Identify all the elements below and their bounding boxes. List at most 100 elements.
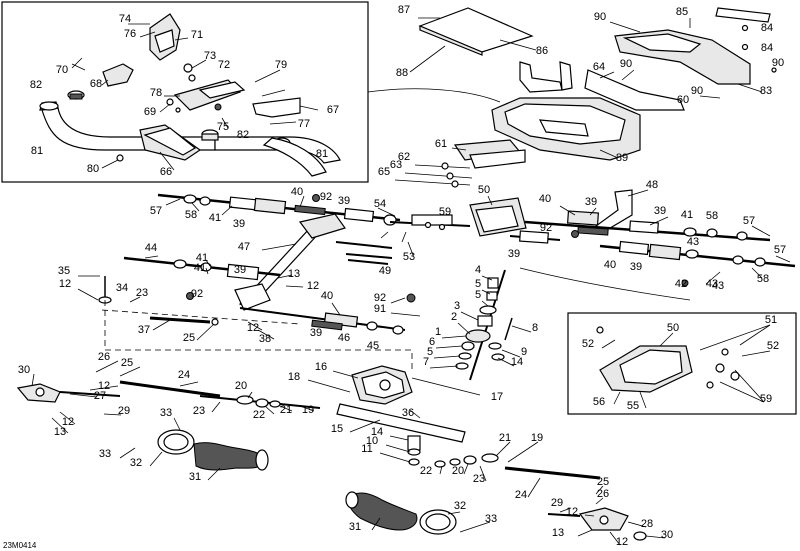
callout-c85: 85 xyxy=(676,6,688,18)
callout-c32a: 32 xyxy=(130,457,142,469)
callout-c71: 71 xyxy=(191,29,203,41)
boot-right xyxy=(345,491,491,535)
callout-c40b: 40 xyxy=(539,193,551,205)
callout-c53: 53 xyxy=(403,251,415,263)
callout-c25a: 25 xyxy=(183,332,195,344)
callout-c92d: 92 xyxy=(374,292,386,304)
callout-c58b: 58 xyxy=(706,210,718,222)
callout-c54: 54 xyxy=(374,198,386,210)
callout-c22a: 22 xyxy=(253,409,265,421)
callout-c51: 51 xyxy=(765,314,777,326)
callout-c92b: 92 xyxy=(540,222,552,234)
callout-c6: 6 xyxy=(429,336,435,348)
steering-bracket-inset xyxy=(596,324,771,409)
callout-c15: 15 xyxy=(331,423,343,435)
callout-c57b: 57 xyxy=(743,215,755,227)
callout-c70: 70 xyxy=(56,64,68,76)
callout-c14a: 14 xyxy=(511,356,523,368)
callout-c80: 80 xyxy=(87,163,99,175)
document-code: 23M0414 xyxy=(3,541,37,550)
callout-c50a: 50 xyxy=(478,184,490,196)
callout-c1: 1 xyxy=(435,326,441,338)
callout-c9: 9 xyxy=(521,346,527,358)
callout-c5a: 5 xyxy=(475,278,481,290)
callout-c49: 49 xyxy=(379,265,391,277)
callout-c74: 74 xyxy=(119,13,131,25)
callout-c31a: 31 xyxy=(189,471,201,483)
callout-c87: 87 xyxy=(398,4,410,16)
lower-link-right xyxy=(434,441,666,546)
callout-c23a: 23 xyxy=(136,287,148,299)
callout-c47: 47 xyxy=(238,241,250,253)
callout-c39c: 39 xyxy=(585,196,597,208)
callout-c16: 16 xyxy=(315,361,327,373)
lower-link-left xyxy=(16,360,321,434)
callout-c72: 72 xyxy=(218,59,230,71)
callout-c89: 89 xyxy=(616,152,628,164)
callout-c90a: 90 xyxy=(594,11,606,23)
callout-c35: 35 xyxy=(58,265,70,277)
callout-c92a: 92 xyxy=(320,191,332,203)
callout-c39d: 39 xyxy=(654,205,666,217)
callout-c30a: 30 xyxy=(18,364,30,376)
callout-c39g: 39 xyxy=(234,264,246,276)
callout-c22b: 22 xyxy=(420,465,432,477)
callout-c42: 42 xyxy=(675,278,687,290)
callout-c4: 4 xyxy=(475,264,481,276)
callout-c57a: 57 xyxy=(150,205,162,217)
tie-rod-left-upper xyxy=(157,193,401,226)
callout-c24a: 24 xyxy=(178,369,190,381)
callout-c58c: 58 xyxy=(757,273,769,285)
callout-c20a: 20 xyxy=(235,380,247,392)
tie-rod-left-lower xyxy=(123,255,281,281)
callout-c79: 79 xyxy=(275,59,287,71)
callout-c56: 56 xyxy=(593,396,605,408)
callout-c62: 62 xyxy=(398,151,410,163)
callout-c75: 75 xyxy=(217,121,229,133)
callout-c13a: 13 xyxy=(288,268,300,280)
handlebar-riser-assembly xyxy=(39,13,341,177)
callout-c84a: 84 xyxy=(761,22,773,34)
tie-rod-middle xyxy=(186,292,421,335)
callout-c27: 27 xyxy=(94,390,106,402)
callout-c19b: 19 xyxy=(531,432,543,444)
callout-c41d: 41 xyxy=(194,262,206,274)
callout-c13b: 13 xyxy=(54,426,66,438)
callout-c45: 45 xyxy=(367,340,379,352)
callout-c63: 63 xyxy=(390,159,402,171)
callout-c33c: 33 xyxy=(485,513,497,525)
callout-c12c: 12 xyxy=(247,322,259,334)
handlebar-cover-assembly xyxy=(409,7,777,111)
callout-c21a: 21 xyxy=(280,404,292,416)
callout-c12e: 12 xyxy=(62,416,74,428)
callout-c31b: 31 xyxy=(349,521,361,533)
callout-c17: 17 xyxy=(491,391,503,403)
callout-c40c: 40 xyxy=(604,259,616,271)
callout-c81a: 81 xyxy=(31,145,43,157)
callout-c7: 7 xyxy=(423,356,429,368)
callout-c59b: 59 xyxy=(760,393,772,405)
callout-c81b: 81 xyxy=(316,148,328,160)
callout-c55: 55 xyxy=(627,400,639,412)
callout-c24b: 24 xyxy=(515,489,527,501)
callout-c34: 34 xyxy=(116,282,128,294)
callout-c23b: 23 xyxy=(193,405,205,417)
callout-c29b: 29 xyxy=(551,497,563,509)
callout-c33a: 33 xyxy=(160,407,172,419)
callout-c26a: 26 xyxy=(98,351,110,363)
callout-c25b: 25 xyxy=(121,357,133,369)
callout-c73: 73 xyxy=(204,50,216,62)
callout-c68: 68 xyxy=(90,78,102,90)
callout-c12f: 12 xyxy=(566,506,578,518)
callout-c39b: 39 xyxy=(338,195,350,207)
callout-c20b: 20 xyxy=(452,465,464,477)
callout-c43a: 43 xyxy=(687,236,699,248)
callout-c88: 88 xyxy=(396,67,408,79)
callout-c25c: 25 xyxy=(597,476,609,488)
callout-c41a: 41 xyxy=(209,212,221,224)
callout-c40a: 40 xyxy=(291,186,303,198)
callout-c61: 61 xyxy=(435,138,447,150)
callout-c39f: 39 xyxy=(630,261,642,273)
